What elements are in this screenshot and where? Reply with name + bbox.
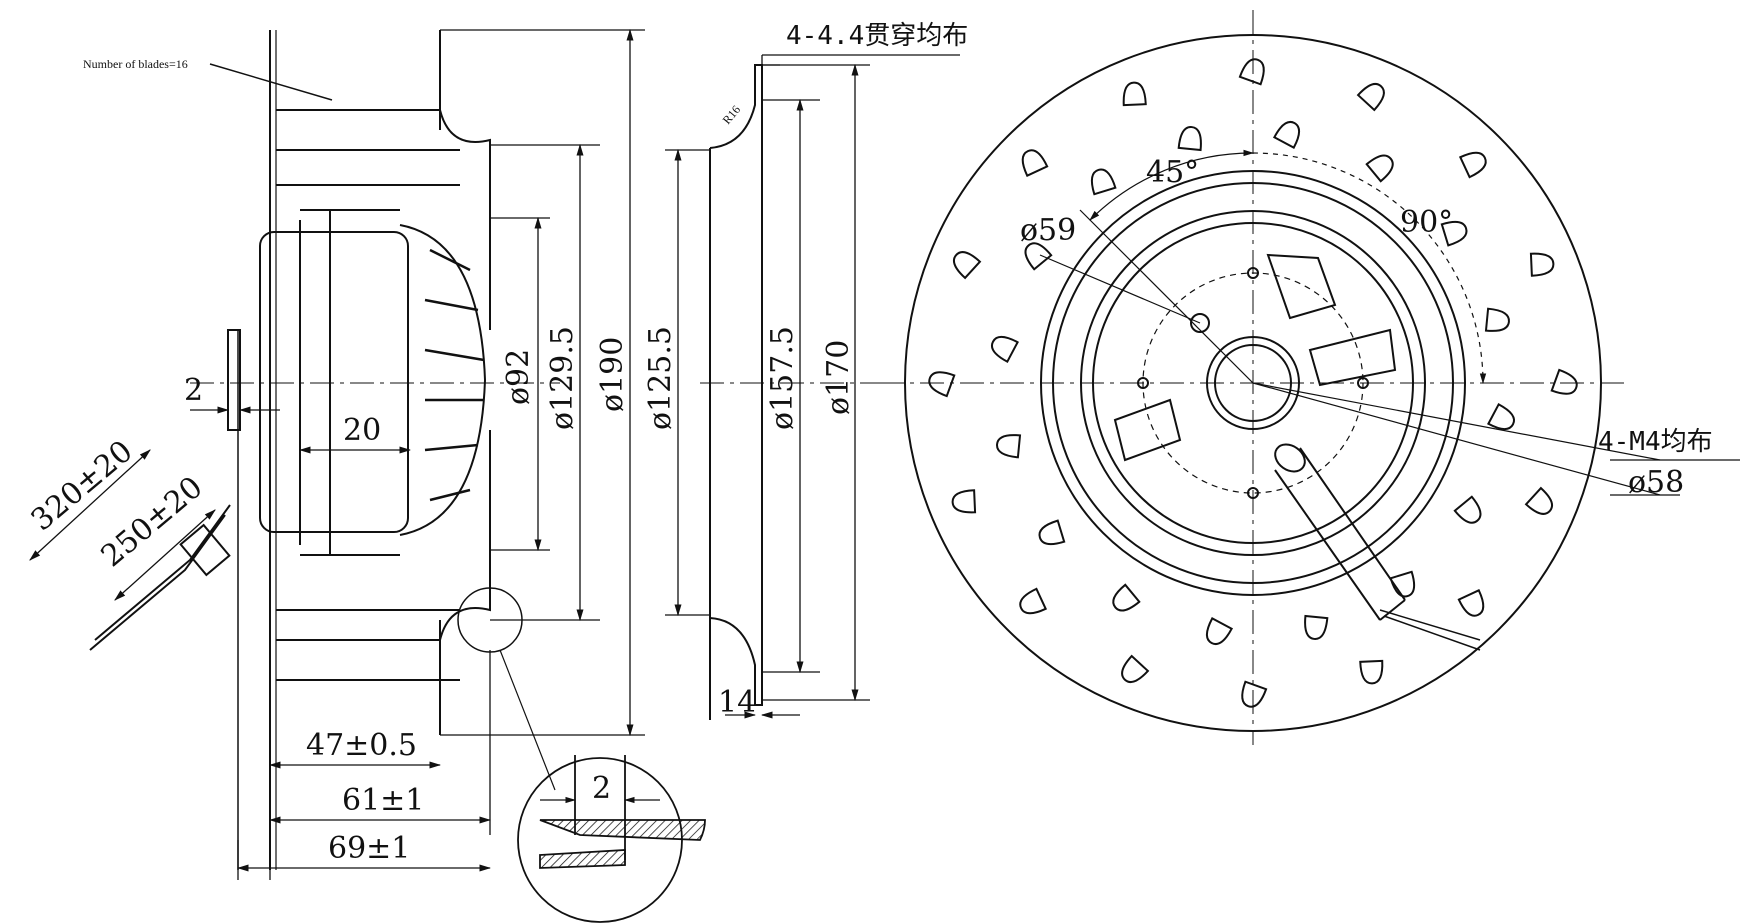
shaft <box>227 329 241 431</box>
dim-d92: ø92 <box>501 349 536 405</box>
dim-61: 61±1 <box>342 783 424 818</box>
dim-d157-5: ø157.5 <box>765 326 800 430</box>
blade-cutouts <box>928 58 1578 708</box>
upper-blade <box>276 30 491 330</box>
blade-cutout <box>1019 587 1048 615</box>
front-view <box>880 10 1740 745</box>
blade-cutout <box>1457 588 1485 617</box>
blade-cutout <box>1487 402 1516 431</box>
blade-cutout <box>951 489 977 514</box>
ring-dimensions <box>665 54 960 719</box>
blade-cutout <box>1524 486 1553 515</box>
blade-cutout <box>1205 617 1234 646</box>
dim-d58: ø58 <box>1628 465 1684 500</box>
dim-69: 69±1 <box>328 831 410 866</box>
blade-cutout <box>1021 149 1049 178</box>
rotor <box>399 224 487 536</box>
dim-d129-5: ø129.5 <box>545 326 580 430</box>
dim-14: 14 <box>718 685 756 720</box>
blade-cutout <box>1440 220 1468 247</box>
detail-view <box>517 755 706 923</box>
thread-note: 4-M4均布 <box>1598 427 1713 457</box>
blade-cutout <box>1304 614 1329 640</box>
blade-cutout <box>1453 495 1482 524</box>
motor-body <box>259 231 409 533</box>
dim-2: 2 <box>184 373 203 408</box>
blade-count-note: Number of blades=16 <box>83 57 188 71</box>
blade-cutout <box>1024 242 1053 271</box>
dim-20: 20 <box>343 413 381 448</box>
blade-cutout <box>1090 168 1117 196</box>
dim-47: 47±0.5 <box>306 728 417 763</box>
blade-cutout <box>1365 154 1394 183</box>
holes-note: 4-4.4贯穿均布 <box>786 21 968 51</box>
detail-dim-2: 2 <box>592 771 611 806</box>
blade-cutout <box>1550 368 1578 395</box>
dim-d125-5: ø125.5 <box>643 326 678 430</box>
blade-cutout <box>1238 58 1265 86</box>
ring-profile-top <box>709 64 763 720</box>
blade-cutout <box>1529 252 1555 277</box>
blade-cutout <box>1356 83 1385 112</box>
blade-cutout <box>1122 81 1147 107</box>
dim-d190: ø190 <box>595 337 630 412</box>
lower-blade <box>276 430 491 730</box>
blade-cutout <box>953 251 982 280</box>
blade-cutout <box>1389 570 1416 598</box>
side-view-dimensions <box>29 28 645 880</box>
cable-320: 320±20 <box>25 434 140 538</box>
blade-cutout <box>1359 659 1384 685</box>
blade-cutout <box>1121 654 1150 683</box>
blade-cutout <box>990 335 1019 364</box>
angle-45: 45° <box>1146 155 1199 190</box>
angle-90: 90° <box>1400 205 1453 240</box>
blade-cutout <box>1112 583 1141 612</box>
blade-cutout <box>1484 307 1510 332</box>
blade-cutout <box>1038 519 1066 546</box>
dim-d170: ø170 <box>821 340 856 415</box>
radius-r16: R16 <box>720 103 744 127</box>
blade-cutout <box>996 434 1022 459</box>
blade-cutout <box>1458 151 1487 179</box>
blade-cutout <box>1177 126 1202 152</box>
dim-d59: ø59 <box>1020 213 1076 248</box>
blade-cutout <box>1241 680 1268 708</box>
blade-cutout <box>928 371 956 398</box>
blade-cutout <box>1272 120 1301 149</box>
